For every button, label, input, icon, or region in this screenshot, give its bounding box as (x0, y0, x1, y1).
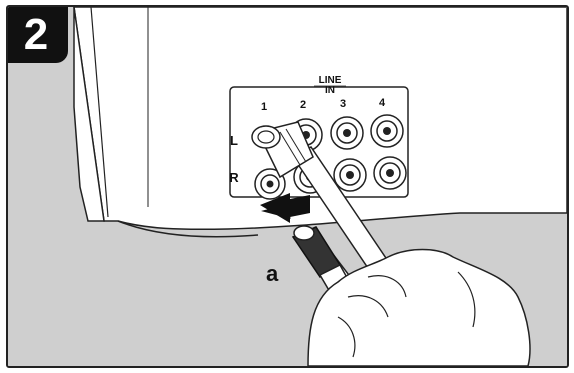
step-badge: 2 (8, 7, 68, 63)
column-label-1: 1 (261, 101, 267, 113)
rca-jack-3-r (334, 159, 366, 191)
column-label-3: 3 (340, 98, 346, 110)
column-label-2: 2 (300, 99, 306, 111)
callout-label-a: a (266, 261, 279, 286)
rca-jack-4-l (371, 115, 403, 147)
row-label-l: L (230, 133, 238, 148)
rca-jack-3-l (331, 117, 363, 149)
row-label-r: R (229, 170, 239, 185)
illustration-frame: LINE IN 1 2 3 4 L R (6, 5, 569, 368)
rca-jack-4-r (374, 157, 406, 189)
line-in-label-line2: IN (325, 85, 335, 96)
step-number: 2 (8, 11, 64, 59)
column-label-4: 4 (379, 97, 386, 109)
connection-illustration: LINE IN 1 2 3 4 L R (8, 7, 567, 366)
